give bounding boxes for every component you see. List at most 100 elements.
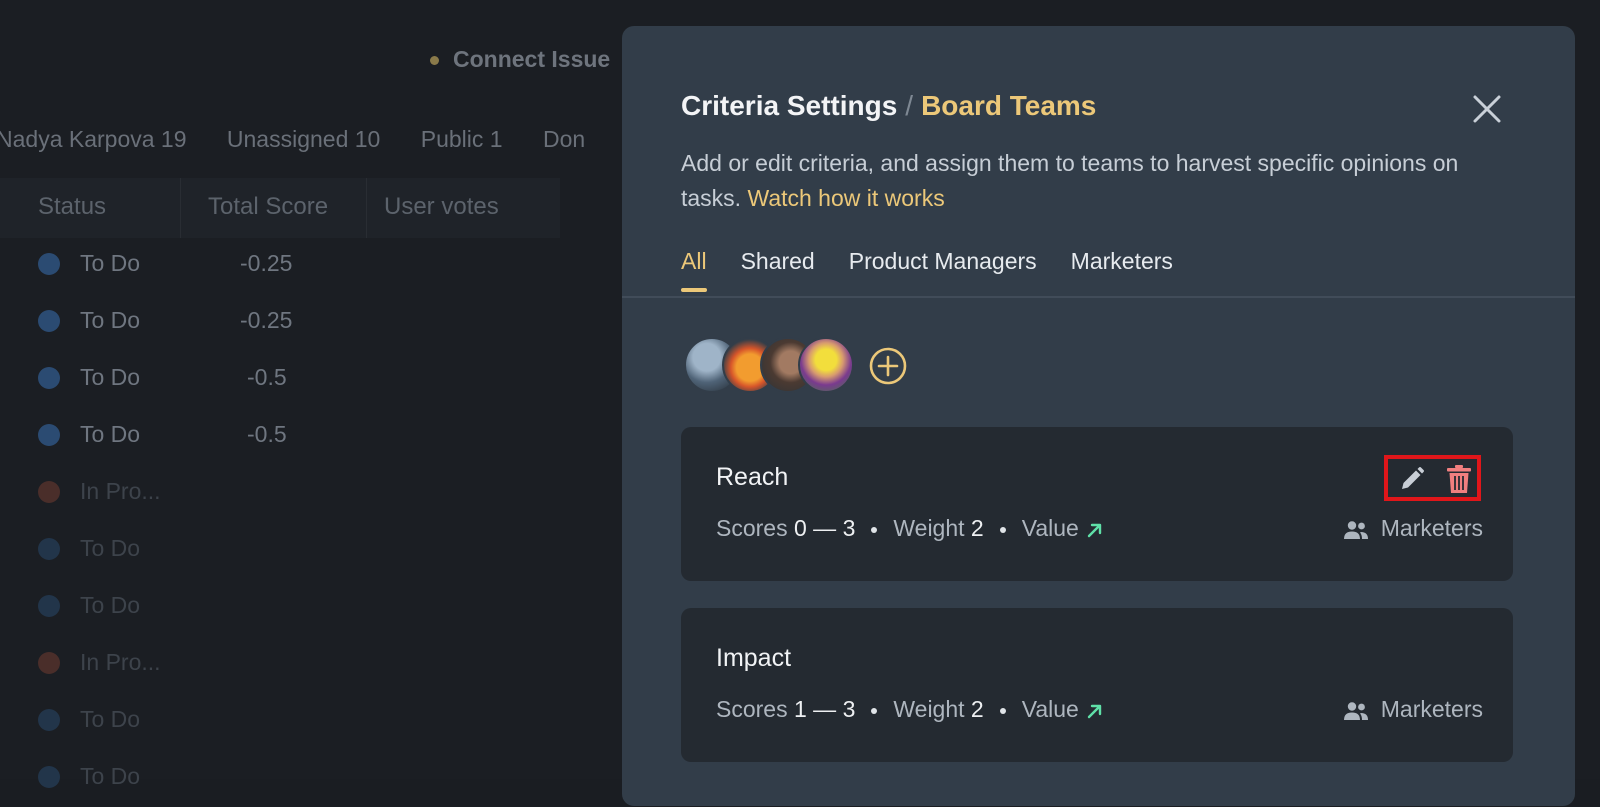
scores-min: 1 (793, 696, 807, 722)
status-dot-icon (38, 766, 60, 788)
connect-issue-button: Connect Issue (430, 46, 610, 73)
scores-dash: — (813, 696, 837, 722)
trash-icon[interactable] (1446, 464, 1472, 494)
tab-product-managers[interactable]: Product Managers (848, 248, 1037, 274)
connect-dot-icon (430, 56, 439, 66)
scores-max: 3 (842, 696, 856, 722)
column-divider (366, 178, 367, 238)
meta-bullet (871, 707, 878, 714)
team-name: Marketers (1380, 515, 1483, 541)
status-label: In Pro... (80, 478, 161, 504)
scores-min: 0 (793, 515, 807, 541)
status-label: To Do (80, 535, 141, 561)
filter-done: Don (542, 126, 586, 152)
modal-description: Add or edit criteria, and assign them to… (681, 146, 1471, 216)
table-row: To Do -0.25 (0, 295, 560, 351)
weight-label: Weight (893, 515, 965, 541)
tab-shared[interactable]: Shared (740, 248, 815, 274)
arrow-up-right-icon (1087, 523, 1102, 538)
status-label: In Pro... (80, 649, 161, 675)
criteria-card-impact: Impact Scores 1 — 3 Weight 2 Value Markete… (681, 608, 1513, 762)
filter-bar: Nadya Karpova 19 Unassigned 10 Public 1 … (0, 126, 619, 153)
total-score: -0.5 (247, 364, 287, 390)
modal-title: Criteria Settings/Board Teams (681, 90, 1096, 122)
team-icon (1343, 521, 1368, 539)
modal-title-main: Criteria Settings (681, 90, 898, 121)
total-score: -0.5 (247, 421, 287, 447)
status-label: To Do (80, 592, 141, 618)
status-dot-icon (38, 367, 60, 389)
column-status: Status (38, 193, 107, 220)
status-label: To Do (80, 307, 141, 333)
weight-value: 2 (970, 515, 984, 541)
criteria-name: Reach (716, 463, 789, 491)
criteria-team: Marketers (1343, 515, 1483, 542)
tab-all[interactable]: All (681, 248, 707, 292)
value-label: Value (1021, 696, 1079, 722)
table-row: To Do -0.25 (0, 238, 560, 294)
criteria-meta: Scores 0 — 3 Weight 2 Value (716, 515, 1105, 542)
status-dot-icon (38, 424, 60, 446)
edit-icon[interactable] (1398, 465, 1426, 493)
status-dot-icon (38, 709, 60, 731)
filter-public: Public 1 (420, 126, 503, 152)
status-label: To Do (80, 706, 141, 732)
criteria-meta: Scores 1 — 3 Weight 2 Value (716, 696, 1105, 723)
table-row: To Do (0, 580, 560, 636)
weight-label: Weight (893, 696, 965, 722)
scores-label: Scores (716, 696, 788, 722)
avatar[interactable] (798, 337, 854, 393)
status-dot-icon (38, 538, 60, 560)
table-header (0, 178, 560, 238)
modal-title-board-teams: Board Teams (921, 90, 1097, 121)
scores-label: Scores (716, 515, 788, 541)
description-text: Add or edit criteria, and assign them to… (681, 150, 1459, 211)
criteria-actions-highlight (1384, 455, 1481, 501)
status-label: To Do (80, 421, 141, 447)
arrow-up-right-icon (1087, 704, 1102, 719)
table-row: In Pro... (0, 466, 560, 522)
filter-nadya: Nadya Karpova 19 (0, 126, 187, 152)
filter-unassigned: Unassigned 10 (226, 126, 381, 152)
scores-max: 3 (842, 515, 856, 541)
column-total-score: Total Score (208, 193, 329, 220)
team-name: Marketers (1380, 696, 1483, 722)
criteria-name: Impact (716, 644, 792, 672)
total-score: -0.25 (240, 250, 293, 276)
watch-how-it-works-link[interactable]: Watch how it works (747, 185, 945, 211)
team-icon (1343, 702, 1368, 720)
meta-bullet (871, 526, 878, 533)
scores-dash: — (813, 515, 837, 541)
status-label: To Do (80, 763, 141, 789)
status-label: To Do (80, 250, 141, 276)
status-dot-icon (38, 253, 60, 275)
column-divider (180, 178, 181, 238)
status-dot-icon (38, 310, 60, 332)
table-row: To Do (0, 694, 560, 750)
table-row: In Pro... (0, 637, 560, 693)
status-dot-icon (38, 652, 60, 674)
criteria-card-reach: Reach Scores 0 — 3 Weight 2 Value (681, 427, 1513, 581)
table-row: To Do (0, 523, 560, 579)
table-row: To Do -0.5 (0, 409, 560, 465)
criteria-team: Marketers (1343, 696, 1483, 723)
status-dot-icon (38, 481, 60, 503)
tab-marketers[interactable]: Marketers (1070, 248, 1173, 274)
connect-issue-label: Connect Issue (453, 46, 611, 72)
meta-bullet (999, 707, 1006, 714)
total-score: -0.25 (240, 307, 293, 333)
criteria-settings-modal: Criteria Settings/Board Teams Add or edi… (622, 26, 1575, 806)
status-label: To Do (80, 364, 141, 390)
meta-bullet (999, 526, 1006, 533)
table-row: To Do -0.5 (0, 352, 560, 408)
status-dot-icon (38, 595, 60, 617)
add-member-icon[interactable] (868, 346, 908, 386)
column-user-votes: User votes (384, 193, 499, 220)
team-tabs: All Shared Product Managers Marketers (681, 248, 1207, 292)
tabs-divider (622, 296, 1575, 298)
weight-value: 2 (970, 696, 984, 722)
close-icon[interactable] (1470, 92, 1504, 126)
table-row: To Do (0, 751, 560, 807)
title-separator: / (905, 90, 914, 121)
value-label: Value (1021, 515, 1079, 541)
